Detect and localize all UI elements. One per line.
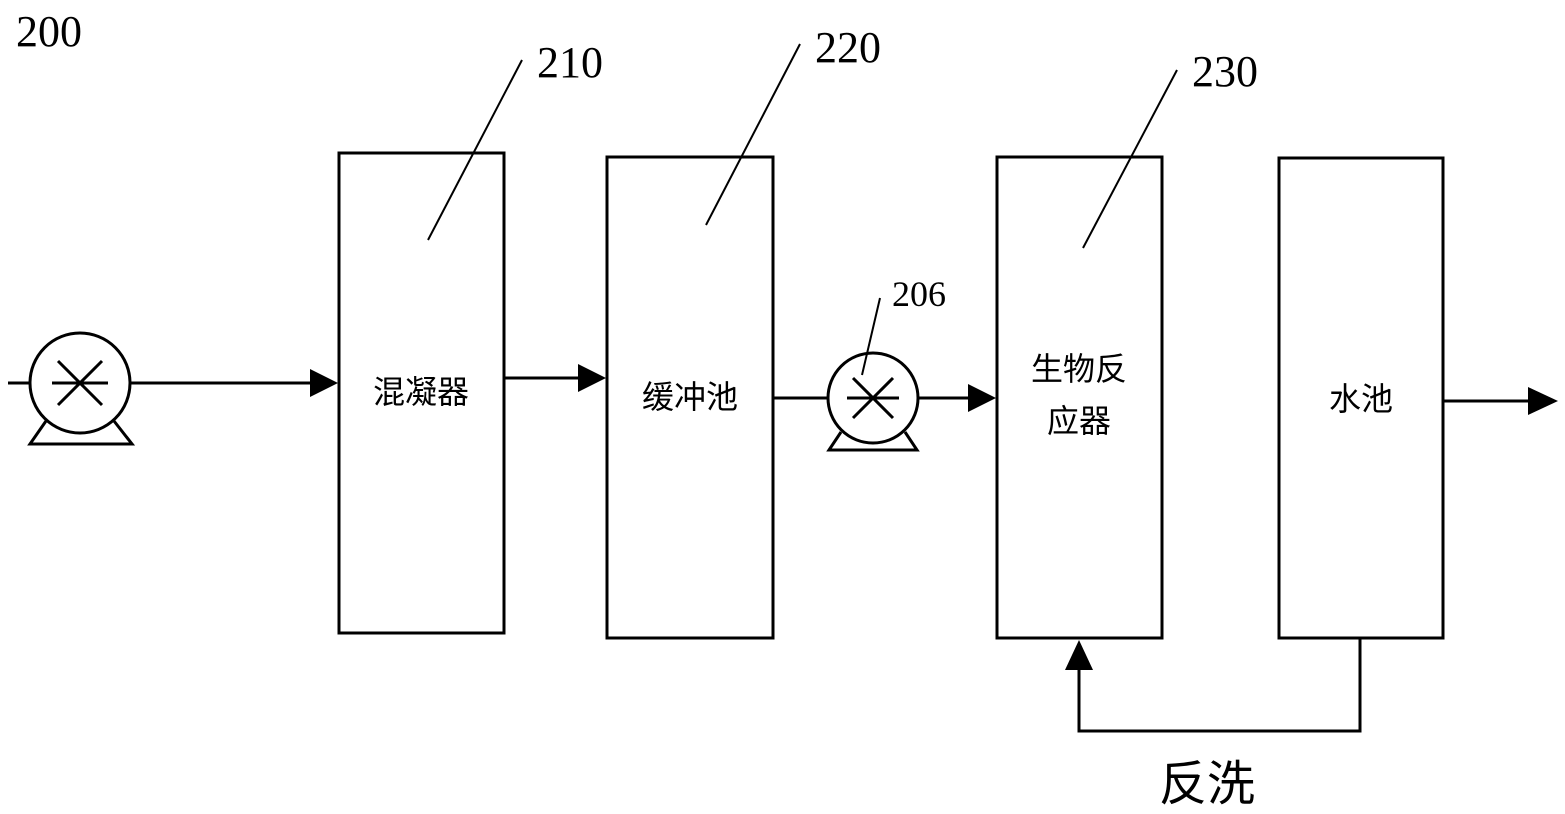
inlet-pump-icon — [8, 331, 136, 446]
pump-leader-line — [861, 297, 881, 376]
buffer-tank-ref: 220 — [815, 23, 881, 72]
bioreactor-box — [995, 155, 1164, 640]
water-tank-box — [1277, 156, 1445, 640]
coagulator-leader-line — [427, 59, 523, 241]
inlet-arrowhead — [310, 369, 338, 397]
backwash-label: 反洗 — [1159, 756, 1255, 812]
pump-ref: 206 — [892, 274, 946, 314]
outlet-arrowhead — [1528, 387, 1558, 415]
water-tank-label: 水池 — [1329, 380, 1393, 418]
pump-to-bioreactor-pipe — [918, 384, 996, 412]
buffer-inlet-arrowhead — [578, 364, 606, 392]
buffer-tank-leader-line — [705, 43, 801, 226]
bioreactor-label-line1: 生物反 — [1031, 350, 1127, 388]
bioreactor-leader-line — [1082, 69, 1178, 249]
coagulator-label: 混凝器 — [373, 373, 469, 411]
buffer-tank-box — [605, 155, 775, 640]
bioreactor-ref: 230 — [1192, 47, 1258, 96]
figure-number: 200 — [16, 7, 82, 56]
buffer-tank-label: 缓冲池 — [642, 378, 738, 416]
inlet-pipe — [130, 369, 338, 397]
transfer-pump-icon — [826, 351, 920, 452]
coagulator-box — [337, 151, 506, 635]
outlet-pipe — [1443, 387, 1558, 415]
bioreactor-inlet-arrowhead — [968, 384, 996, 412]
coagulator-to-buffer-pipe — [504, 364, 606, 392]
backwash-arrowhead — [1065, 640, 1093, 670]
bioreactor-label-line2: 应器 — [1047, 402, 1111, 440]
coagulator-ref: 210 — [537, 38, 603, 87]
backwash-line — [1065, 638, 1362, 733]
